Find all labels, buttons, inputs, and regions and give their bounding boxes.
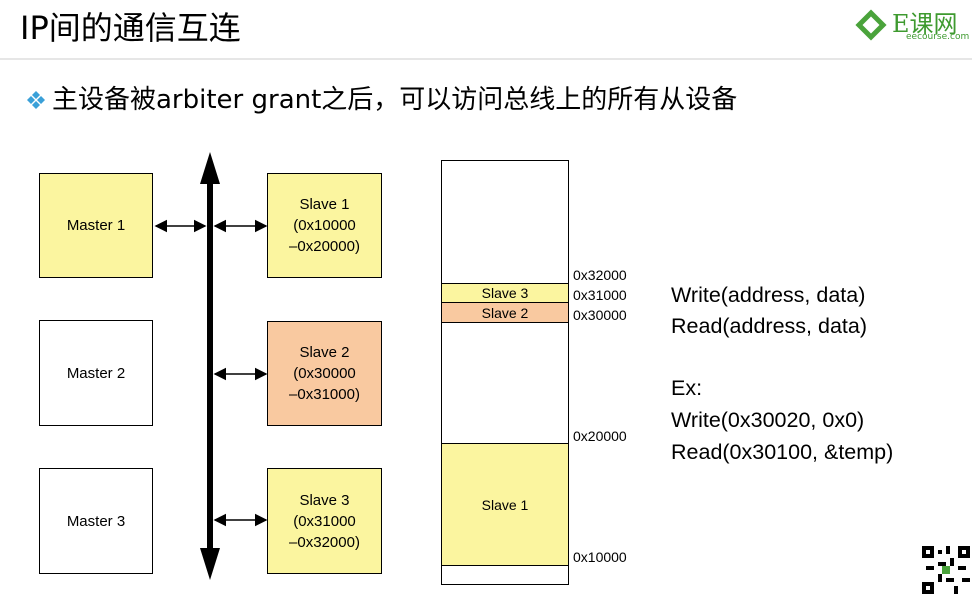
slave-1-box: Slave 1 (0x10000 –0x20000) [267,173,382,278]
diamond-bullet-icon [27,91,45,109]
master-3-box: Master 3 [39,468,153,574]
address-label: 0x20000 [573,428,627,444]
address-label: 0x30000 [573,307,627,323]
slave-3-box: Slave 3 (0x31000 –0x32000) [267,468,382,574]
code-line: Read(0x30100, &temp) [671,440,894,464]
master-1-box: Master 1 [39,173,153,278]
bus-arrow-bottom [200,548,220,580]
memory-map: Slave 3 Slave 2 Slave 1 [441,160,569,585]
qr-code-icon [922,546,970,594]
master-2-box: Master 2 [39,320,153,426]
page-title: IP间的通信互连 [20,9,241,47]
address-label: 0x31000 [573,287,627,303]
slave-2-box: Slave 2 (0x30000 –0x31000) [267,321,382,426]
bullet-text: 主设备被arbiter grant之后，可以访问总线上的所有从设备 [52,85,738,115]
code-line: Write(address, data) [671,283,866,307]
memmap-region-slave3: Slave 3 [442,283,568,303]
address-label: 0x10000 [573,549,627,565]
logo-subtext: eecourse.com [906,32,970,42]
address-label: 0x32000 [573,267,627,283]
code-line: Ex: [671,376,703,400]
bus-arrow-top [200,152,220,184]
code-line: Read(address, data) [671,314,867,338]
logo: E课网 eecourse.com [855,4,972,50]
header-divider [0,58,972,60]
memmap-region-slave1: Slave 1 [442,443,568,566]
logo-text: E课网 [892,10,958,38]
code-line: Write(0x30020, 0x0) [671,408,865,432]
memmap-region-slave2: Slave 2 [442,303,568,323]
